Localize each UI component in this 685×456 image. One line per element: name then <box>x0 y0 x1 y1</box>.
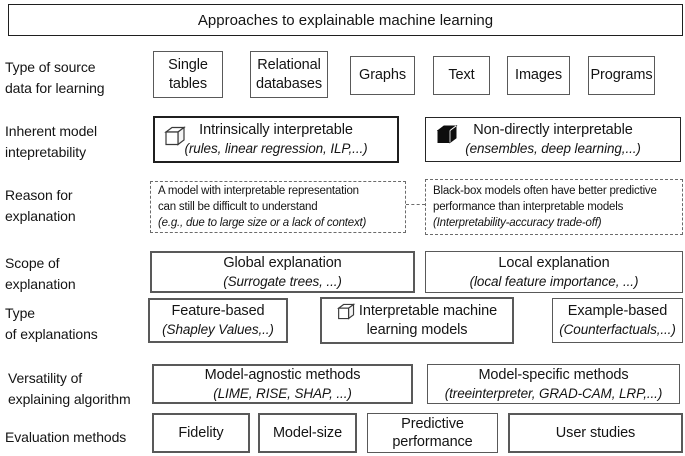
box-local-explanation-text: Local explanation <box>498 254 610 271</box>
note-blackbox-performance-sub: (Interpretability-accuracy trade-off) <box>433 217 602 229</box>
black-cube-icon <box>436 125 459 150</box>
box-example-based-text: Example-based <box>567 303 668 319</box>
box-global-explanation-text: Global explanation <box>223 254 342 271</box>
box-predictive-performance-text: Predictive performance <box>392 416 473 450</box>
box-feature-based-sub: (Shapley Values,..) <box>162 322 274 337</box>
box-non-directly-interpretable-sub: (ensembles, deep learning,...) <box>465 141 641 156</box>
box-interpretable-ml-models-line2: learning models <box>366 321 468 338</box>
note-interpretable-difficult: A model with interpretable representatio… <box>150 181 406 233</box>
box-local-explanation: Local explanation (local feature importa… <box>425 251 683 293</box>
box-user-studies-text: User studies <box>555 424 636 441</box>
box-relational-databases: Relational databases <box>250 51 328 98</box>
box-non-directly-interpretable: Non-directly interpretable (ensembles, d… <box>425 117 681 162</box>
white-cube-icon <box>164 126 187 152</box>
box-model-specific-sub: (treeinterpreter, GRAD-CAM, LRP,...) <box>444 385 663 401</box>
row-label-versatility: Versatility of explaining algorithm <box>8 370 131 407</box>
note-blackbox-performance-line2: performance than interpretable models <box>433 201 624 213</box>
row-label-evaluation-methods: Evaluation methods <box>5 429 127 445</box>
box-non-directly-interpretable-text: Non-directly interpretable <box>473 122 633 138</box>
box-example-based-sub: (Counterfactuals,...) <box>559 322 676 337</box>
box-feature-based: Feature-based (Shapley Values,..) <box>148 298 288 343</box>
row-label-reason-for-explanation: Reason for explanation <box>5 187 76 224</box>
white-cube-icon <box>336 302 356 320</box>
box-graphs: Graphs <box>350 56 415 95</box>
box-intrinsically-interpretable-sub: (rules, linear regression, ILP,...) <box>184 141 368 156</box>
box-programs: Programs <box>588 56 655 95</box>
row-label-scope-of-explanation: Scope of explanation <box>5 255 76 292</box>
box-model-specific-text: Model-specific methods <box>478 366 629 383</box>
note-blackbox-performance: Black-box models often have better predi… <box>425 179 683 235</box>
box-local-explanation-sub: (local feature importance, ...) <box>469 273 639 289</box>
box-single-tables-text: Single tables <box>168 56 208 92</box>
box-global-explanation: Global explanation (Surrogate trees, ...… <box>150 251 415 293</box>
box-user-studies: User studies <box>508 413 683 453</box>
box-model-agnostic: Model-agnostic methods (LIME, RISE, SHAP… <box>152 364 413 404</box>
box-relational-databases-text: Relational databases <box>255 56 322 92</box>
box-model-size-text: Model-size <box>272 424 343 441</box>
diagram-title: Approaches to explainable machine learni… <box>197 11 494 29</box>
box-interpretable-ml-models-line1: Interpretable machine <box>358 302 498 319</box>
box-single-tables: Single tables <box>153 51 223 98</box>
row-label-source-data: Type of source data for learning <box>5 59 105 96</box>
box-text: Text <box>433 56 490 95</box>
box-intrinsically-interpretable-text: Intrinsically interpretable <box>199 122 353 138</box>
box-fidelity-text: Fidelity <box>178 424 224 441</box>
box-model-size: Model-size <box>258 413 357 453</box>
box-images: Images <box>507 56 570 95</box>
row-label-model-interpretability: Inherent model intepretability <box>5 123 97 160</box>
box-fidelity: Fidelity <box>152 413 250 453</box>
box-predictive-performance: Predictive performance <box>367 413 498 453</box>
box-text-text: Text <box>448 67 475 83</box>
title-box: Approaches to explainable machine learni… <box>8 4 683 36</box>
box-model-agnostic-text: Model-agnostic methods <box>204 366 361 383</box>
box-programs-text: Programs <box>590 67 653 83</box>
dashed-connector <box>406 204 425 205</box>
box-model-agnostic-sub: (LIME, RISE, SHAP, ...) <box>213 385 352 401</box>
box-interpretable-ml-models: Interpretable machine learning models <box>320 297 514 344</box>
box-model-specific: Model-specific methods (treeinterpreter,… <box>427 364 680 404</box>
row-label-type-of-explanations: Type of explanations <box>5 305 98 342</box>
box-images-text: Images <box>515 67 562 83</box>
note-interpretable-difficult-sub: (e.g., due to large size or a lack of co… <box>158 217 367 229</box>
box-intrinsically-interpretable: Intrinsically interpretable (rules, line… <box>153 116 399 163</box>
note-blackbox-performance-line1: Black-box models often have better predi… <box>433 185 657 197</box>
box-example-based: Example-based (Counterfactuals,...) <box>552 298 683 343</box>
box-feature-based-text: Feature-based <box>171 303 265 319</box>
note-interpretable-difficult-line2: can still be difficult to understand <box>158 201 318 213</box>
note-interpretable-difficult-line1: A model with interpretable representatio… <box>158 185 359 197</box>
box-global-explanation-sub: (Surrogate trees, ...) <box>223 273 342 289</box>
box-graphs-text: Graphs <box>359 67 406 83</box>
